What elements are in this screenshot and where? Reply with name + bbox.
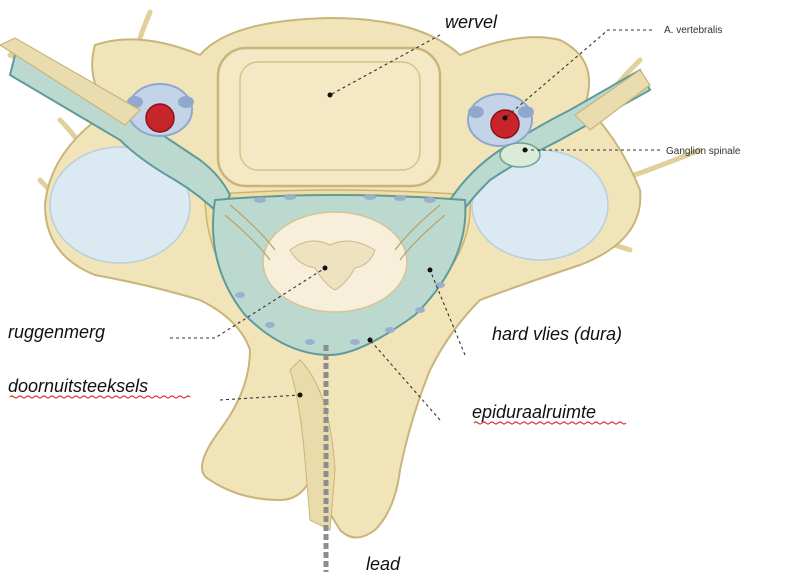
label-doornuitsteeksels: doornuitsteeksels [8,376,148,396]
label-hard-vlies: hard vlies (dura) [492,324,622,344]
label-ruggenmerg: ruggenmerg [8,322,105,342]
label-a-vertebralis: A. vertebralis [664,25,722,36]
vertebral-body [218,48,440,186]
spellcheck-underline-epiduraalruimte [474,422,626,424]
label-epiduraalruimte: epiduraalruimte [472,402,596,422]
label-ganglion-spinale: Ganglion spinale [666,146,741,157]
ganglion-spinale [500,143,540,167]
right-vertebral-vessels [468,94,534,146]
label-wervel: wervel [445,12,498,32]
spellcheck-underline-doornuitsteeksels [10,396,190,398]
label-lead: lead [366,554,401,572]
